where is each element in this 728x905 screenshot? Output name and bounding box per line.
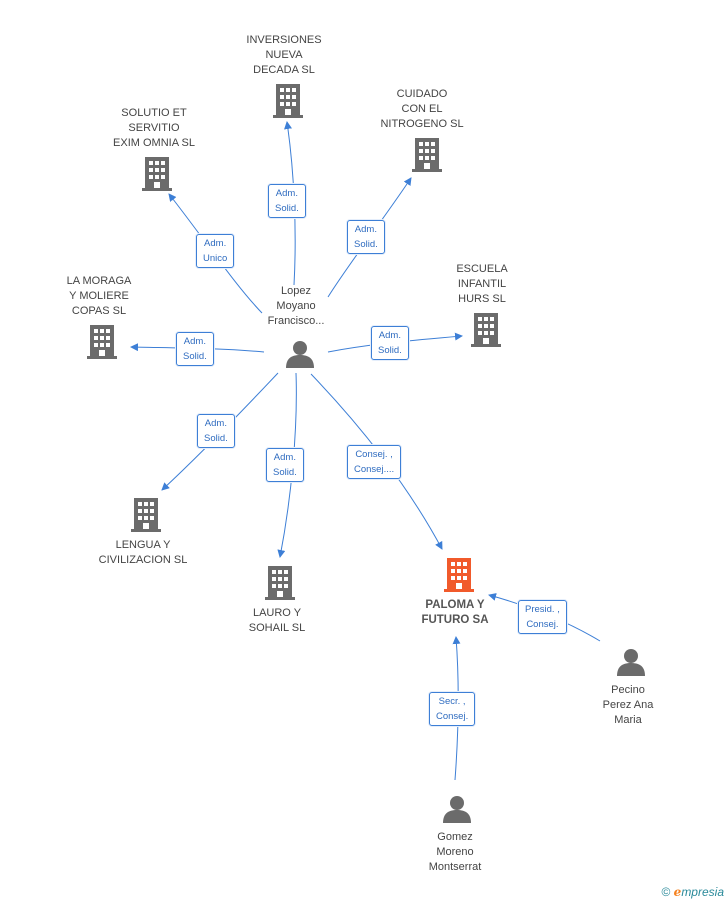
node-label-cuidado[interactable]: CUIDADO CON EL NITROGENO SL [380, 88, 464, 130]
node-label-solutio[interactable]: SOLUTIO ET SERVITIO EXIM OMNIA SL [113, 107, 195, 149]
building-icon[interactable] [412, 138, 442, 172]
node-label-lopez[interactable]: Lopez Moyano Francisco... [267, 285, 325, 327]
relation-badge-lengua: Adm. Solid. [197, 414, 235, 448]
node-label-lengua[interactable]: LENGUA Y CIVILIZACION SL [98, 539, 188, 566]
relation-badge-cuidado: Adm. Solid. [347, 220, 385, 254]
building-icon[interactable] [131, 498, 161, 532]
footer-brand[interactable]: © empresia [661, 885, 724, 899]
building-icon[interactable] [444, 558, 474, 592]
node-label-escuela[interactable]: ESCUELA INFANTIL HURS SL [456, 263, 508, 305]
building-icon[interactable] [142, 157, 172, 191]
building-icon[interactable] [471, 313, 501, 347]
node-label-moraga[interactable]: LA MORAGA Y MOLIERE COPAS SL [66, 275, 132, 317]
relation-badge-solutio: Adm. Unico [196, 234, 235, 268]
relation-badge-moraga: Adm. Solid. [176, 332, 214, 366]
relation-badge-gomez: Secr. , Consej. [429, 692, 476, 726]
relation-badge-lauro: Adm. Solid. [266, 448, 304, 482]
brand-name: mpresia [681, 885, 724, 899]
building-icon[interactable] [273, 84, 303, 118]
node-label-pecino[interactable]: Pecino Perez Ana Maria [602, 684, 654, 726]
person-icon[interactable] [617, 649, 645, 676]
relation-badge-inversiones: Adm. Solid. [268, 184, 306, 218]
relation-badge-escuela: Adm. Solid. [371, 326, 409, 360]
relation-badge-paloma: Consej. , Consej.... [347, 445, 402, 479]
node-label-paloma[interactable]: PALOMA Y FUTURO SA [421, 599, 489, 626]
building-icon[interactable] [87, 325, 117, 359]
brand-initial: e [673, 885, 682, 899]
node-label-lauro[interactable]: LAURO Y SOHAIL SL [248, 607, 306, 634]
person-icon[interactable] [286, 341, 314, 368]
relation-badge-pecino: Presid. , Consej. [518, 600, 567, 634]
building-icon[interactable] [265, 566, 295, 600]
node-label-inversiones[interactable]: INVERSIONES NUEVA DECADA SL [246, 34, 322, 76]
copyright-icon: © [661, 885, 671, 899]
node-label-gomez[interactable]: Gomez Moreno Montserrat [428, 831, 482, 873]
person-icon[interactable] [443, 796, 471, 823]
